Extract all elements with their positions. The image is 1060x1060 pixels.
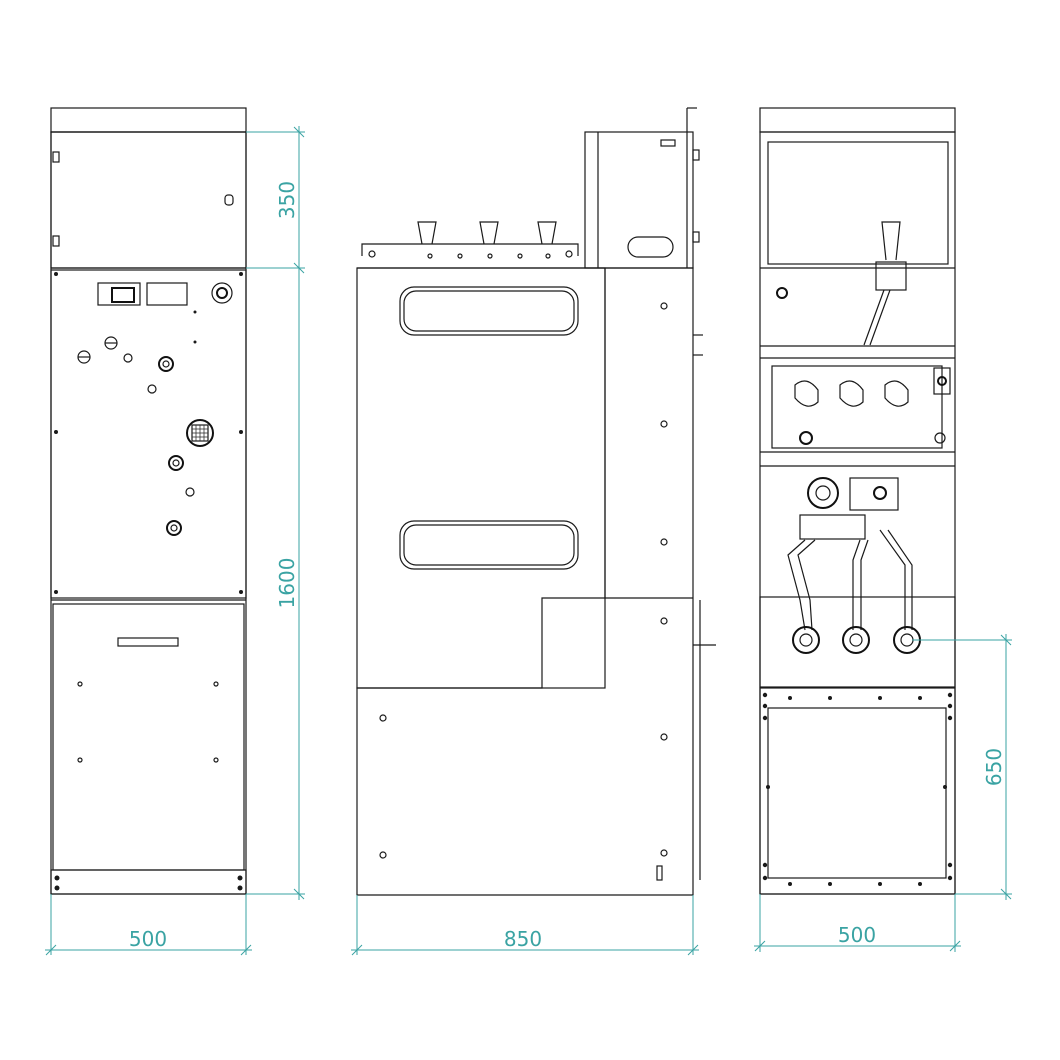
dimension-lines [45, 126, 1012, 956]
front-control-panel [50, 269, 247, 599]
rear-mechanism [799, 477, 899, 540]
side-view [356, 107, 716, 896]
front-bottom-door [50, 599, 247, 895]
side-bushings [361, 221, 579, 259]
dim-label-side-width: 850 [504, 927, 542, 951]
dim-label-rear-cable-height: 650 [982, 748, 1006, 786]
rear-switch-compartment [771, 365, 951, 449]
dim-label-front-width: 500 [129, 927, 167, 951]
dim-label-front-top-height: 350 [275, 181, 299, 219]
rear-bottom-cover [759, 687, 956, 895]
side-lv-box [584, 107, 700, 269]
dim-label-rear-width: 500 [838, 923, 876, 947]
dim-label-front-total-height: 1600 [275, 558, 299, 609]
rear-view [759, 107, 956, 895]
dimension-labels: 500 850 500 350 1600 650 [129, 181, 1006, 951]
front-view [50, 107, 247, 895]
rear-cables [787, 529, 921, 654]
front-top-door [50, 131, 247, 269]
front-keypad [186, 419, 214, 447]
